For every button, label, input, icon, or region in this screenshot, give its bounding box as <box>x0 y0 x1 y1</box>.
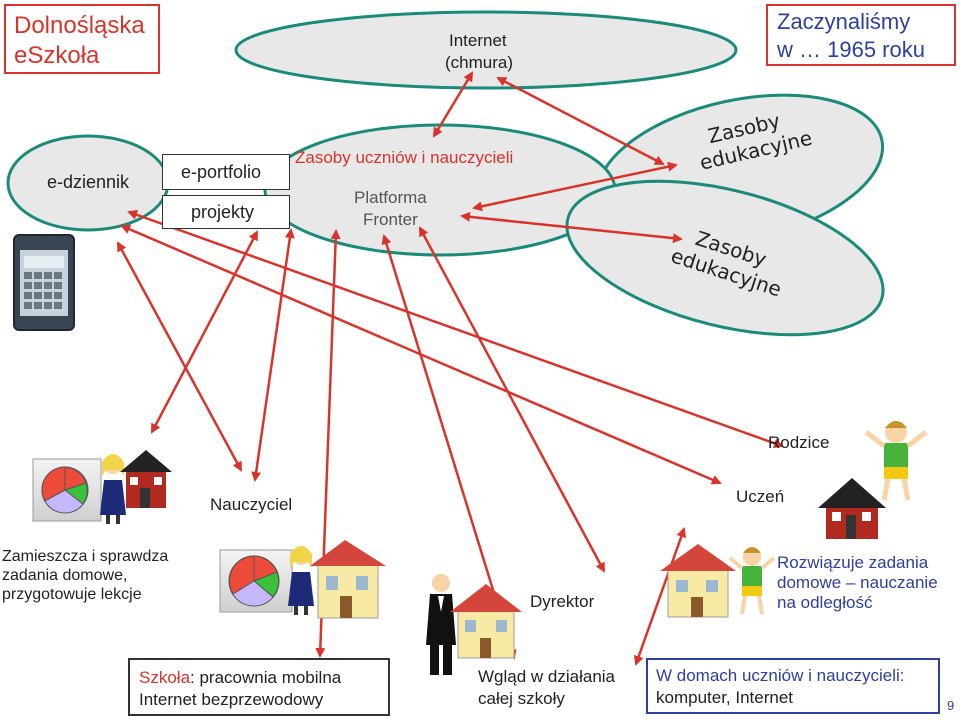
title-line-2: eSzkoła <box>14 42 100 69</box>
student-desc-line-2: domowe – nauczanie <box>777 573 938 592</box>
student-description: Rozwiązuje zadania domowe – nauczanie na… <box>777 553 938 613</box>
eportfolio-label: e-portfolio <box>181 162 262 182</box>
cloud-label: (chmura) <box>445 53 514 72</box>
projects-label: projekty <box>191 202 255 222</box>
title-box: Dolnośląska eSzkoła <box>4 4 160 74</box>
insight-label: Wgląd w działania całej szkoły <box>478 666 615 710</box>
arrow-teacher-ediary <box>116 241 243 472</box>
arrow-director-platform <box>418 226 606 573</box>
house-icon <box>818 478 886 539</box>
school-house-icon <box>660 544 736 618</box>
director-label: Dyrektor <box>530 592 595 611</box>
student-label: Uczeń <box>736 487 785 506</box>
director-figure-icon <box>426 574 456 675</box>
arrow-cloud-platform <box>432 71 474 138</box>
internet-cloud-ellipse <box>234 10 738 90</box>
teacher-desc-line-2: zadania domowe, <box>2 567 128 584</box>
boy-figure-icon <box>864 421 928 501</box>
teacher-description: Zamieszcza i sprawdza zadania domowe, pr… <box>2 547 168 604</box>
boy-figure-icon <box>728 547 776 615</box>
homes-line-2: komputer, Internet <box>656 688 794 707</box>
school-box: Szkoła: pracownia mobilna Internet bezpr… <box>128 658 390 716</box>
homes-box: W domach uczniów i nauczycieli: komputer… <box>646 658 940 714</box>
start-line-1: Zaczynaliśmy <box>777 9 911 34</box>
eportfolio-box: e-portfolio <box>162 154 290 190</box>
house-icon <box>120 450 172 508</box>
teacher-desc-line-3: przygotowuje lekcje <box>2 586 142 603</box>
arrows <box>116 71 784 666</box>
platform-label: Platforma <box>354 188 427 207</box>
insight-line-2: całej szkoły <box>478 689 565 708</box>
page-number: 9 <box>947 698 955 713</box>
homes-line-1: W domach uczniów i nauczycieli: <box>656 666 905 685</box>
fronter-label: Fronter <box>363 210 418 229</box>
start-year-box: Zaczynaliśmy w … 1965 roku <box>766 4 956 66</box>
school-prefix: Szkoła <box>139 668 191 687</box>
teacher-label: Nauczyciel <box>210 495 293 514</box>
teacher-pie-chart-picture <box>219 549 293 613</box>
student-desc-line-1: Rozwiązuje zadania <box>777 553 929 572</box>
arrow-cloud-edu <box>496 76 665 166</box>
parents-label: Rodzice <box>768 433 830 452</box>
title-line-1: Dolnośląska <box>14 12 145 39</box>
teacher-figure-icon <box>100 454 126 524</box>
teacher-pie-chart-picture <box>32 458 102 522</box>
internet-label: Internet <box>449 31 507 50</box>
teacher-figure-icon <box>288 546 314 615</box>
arrow-platform-edu1 <box>472 161 678 212</box>
phone-icon <box>13 234 75 331</box>
ediary-label: e-dziennik <box>47 172 130 192</box>
start-line-2: w … 1965 roku <box>777 37 925 62</box>
insight-line-1: Wgląd w działania <box>478 667 616 686</box>
projects-box: projekty <box>162 195 290 229</box>
school-house-icon <box>310 540 386 619</box>
school-line-1-rest: : pracownia mobilna <box>190 668 342 687</box>
student-desc-line-3: na odległość <box>777 593 873 612</box>
school-line-2: Internet bezprzewodowy <box>139 690 324 709</box>
arrow-home-student <box>633 527 687 666</box>
school-line-1: Szkoła: pracownia mobilna <box>139 668 341 688</box>
teacher-desc-line-1: Zamieszcza i sprawdza <box>2 548 169 565</box>
arrow-parents-ediary <box>127 209 784 449</box>
resources-header: Zasoby uczniów i nauczycieli <box>295 148 514 167</box>
school-house-icon <box>450 584 522 659</box>
